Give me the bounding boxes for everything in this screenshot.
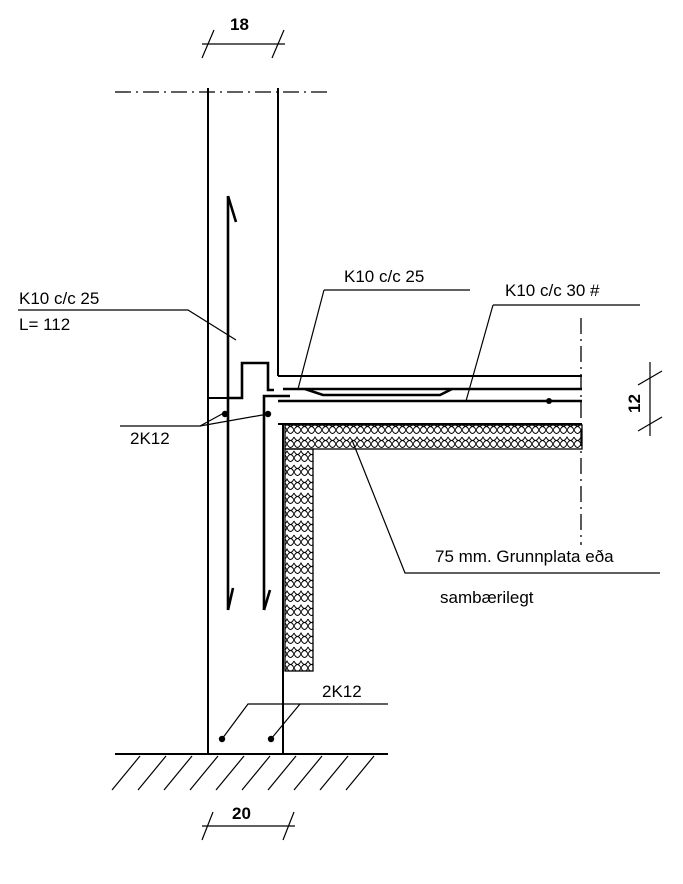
labels: K10 c/c 25 L= 112 K10 c/c 25 K10 c/c 30 … <box>19 267 614 701</box>
slab <box>278 375 582 425</box>
top-dimension-value: 18 <box>230 15 249 34</box>
ground-hatch-stroke <box>319 755 349 791</box>
bottom-dimension-tick-left <box>201 811 214 841</box>
corner-bars-upper-label: 2K12 <box>130 429 170 448</box>
insulation <box>284 424 583 672</box>
ground <box>111 753 388 791</box>
leader-insulation <box>351 439 660 574</box>
slab-edge-rebar-label: K10 c/c 25 <box>344 267 424 286</box>
leader-corner-lower-b <box>270 703 301 740</box>
insulation-label-line1: 75 mm. Grunnplata eða <box>435 547 614 566</box>
wall-rebar-bottom-hook <box>226 587 235 611</box>
leader-corner-upper-a <box>120 413 223 427</box>
wall-rebar-length-label: L= 112 <box>19 315 70 334</box>
wall <box>207 88 284 754</box>
corner-bars-lower-label: 2K12 <box>322 682 362 701</box>
ground-hatch-stroke <box>137 755 167 791</box>
rebar-dot <box>546 398 552 404</box>
ground-hatch-stroke <box>293 755 323 791</box>
slab-dimension-tick-bottom <box>637 416 663 432</box>
ground-hatch-stroke <box>189 755 219 791</box>
leader-edge-bar <box>297 289 325 390</box>
ground-hatch-stroke <box>163 755 193 791</box>
slab-mesh-label: K10 c/c 30 # <box>505 281 600 300</box>
rebar-dot <box>221 410 229 418</box>
ground-hatch-stroke <box>111 755 141 791</box>
wall-rebar-lap-bend <box>228 361 274 400</box>
top-dimension-tick-left <box>201 29 215 59</box>
slab-thickness-value: 12 <box>625 394 644 413</box>
insulation-horizontal <box>284 424 583 450</box>
ground-hatch-stroke <box>215 755 245 791</box>
wall-rebar-top-hook <box>226 195 238 223</box>
bottom-dimension-value: 20 <box>232 804 251 823</box>
slab-starter-bottom-hook <box>262 589 272 611</box>
leader-lines <box>18 289 660 740</box>
ground-hatch-stroke <box>241 755 271 791</box>
wall-rebar-label: K10 c/c 25 <box>19 289 99 308</box>
ground-hatch-stroke <box>267 755 297 791</box>
leader-mesh <box>465 304 494 402</box>
leader-wall-rebar <box>18 309 237 341</box>
bottom-dimension-tick-right <box>282 811 295 841</box>
leader-corner-lower-a <box>221 703 388 740</box>
slab-thickness-dimension: 12 <box>625 362 663 436</box>
slab-starter-bar <box>262 394 290 610</box>
slab-edge-bar <box>304 387 453 397</box>
ground-hatch <box>111 755 375 791</box>
insulation-label-line2: sambærilegt <box>440 588 534 607</box>
insulation-vertical <box>284 448 314 672</box>
top-dimension: 18 <box>201 15 285 59</box>
leader-corner-upper-b <box>199 413 269 427</box>
slab-dimension-tick-top <box>637 370 663 386</box>
wall-rebar <box>226 195 290 611</box>
bottom-dimension: 20 <box>201 804 295 841</box>
top-dimension-tick-right <box>271 29 285 59</box>
ground-hatch-stroke <box>345 755 375 791</box>
